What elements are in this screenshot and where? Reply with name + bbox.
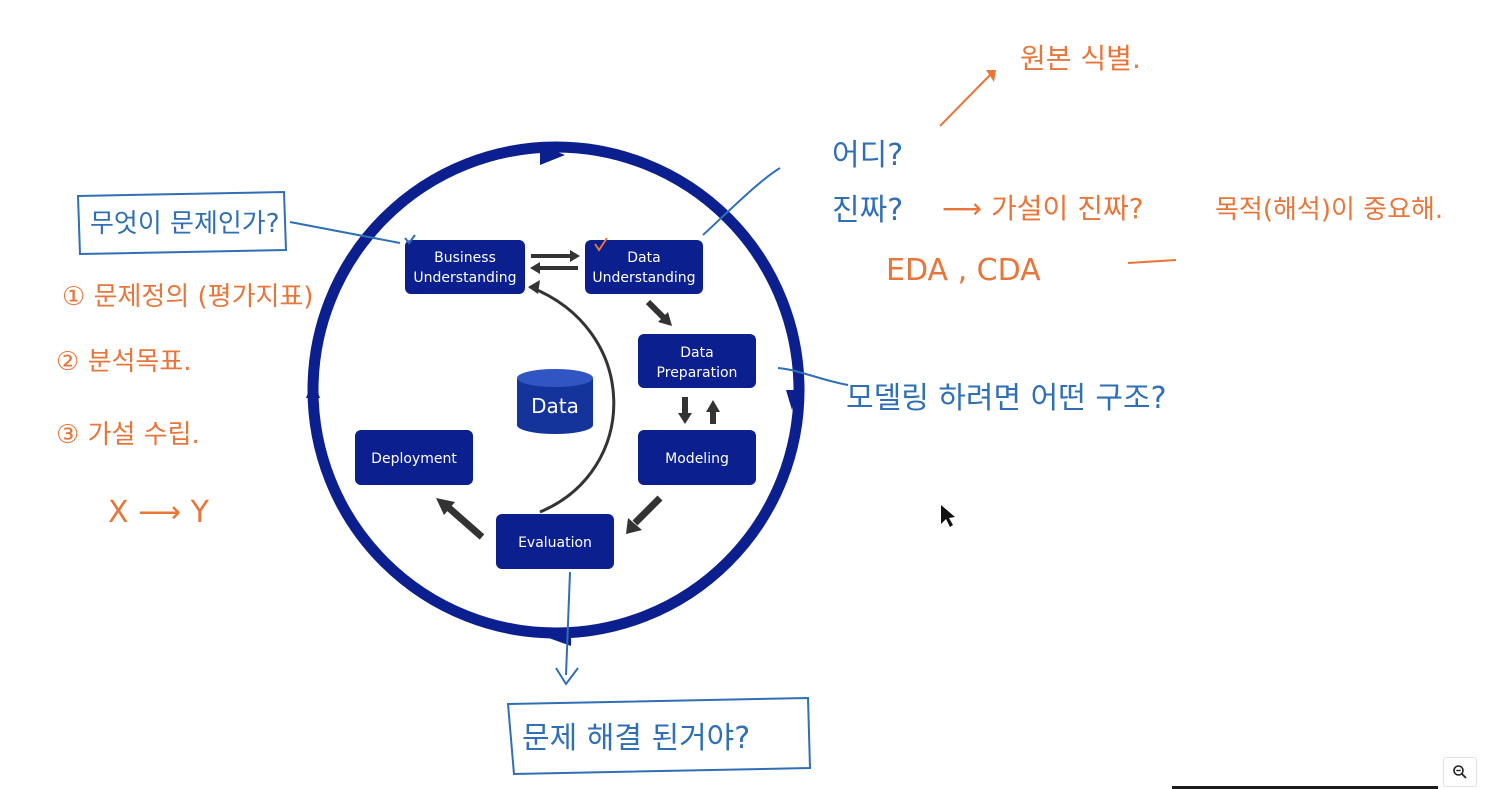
left-question-text: 무엇이 문제인가? — [90, 209, 280, 239]
hypothesis-real-text: ⟶ 가설이 진짜? — [942, 192, 1144, 225]
step1-text: ① 문제정의 (평가지표) — [62, 282, 314, 312]
zoom-out-icon — [1453, 765, 1467, 779]
box-deployment-label: Deployment — [371, 451, 457, 467]
box-data-understanding: Data Understanding — [585, 240, 703, 294]
box-deployment: Deployment — [355, 430, 473, 485]
ring-arrow-left-icon — [306, 380, 320, 398]
process-arrows — [436, 250, 720, 540]
ring-arrow-top-icon — [540, 145, 565, 165]
source-identify-text: 원본 식별. — [1020, 42, 1141, 75]
ring-arrow-right-icon — [786, 390, 798, 410]
data-understanding-link — [702, 167, 781, 236]
box-data-preparation-line1: Data — [680, 345, 713, 361]
zoom-out-button[interactable] — [1443, 757, 1477, 787]
bottom-question-box: 문제 해결 된거야? — [506, 696, 812, 776]
feedback-curve — [529, 285, 616, 514]
source-arrow-icon — [986, 70, 996, 82]
box-evaluation-label: Evaluation — [518, 535, 592, 551]
box-business-understanding: Business Understanding — [405, 240, 525, 294]
source-arrow-line — [939, 74, 991, 127]
modeling-structure-text: 모델링 하려면 어떤 구조? — [846, 381, 1167, 416]
box-modeling-label: Modeling — [665, 451, 729, 467]
left-question-link — [289, 221, 401, 244]
box-data-understanding-line1: Data — [627, 250, 660, 266]
step2-text: ② 분석목표. — [56, 347, 192, 377]
step3-text: ③ 가설 수립. — [56, 420, 200, 450]
box-business-line2: Understanding — [413, 270, 516, 286]
box-data-preparation-line2: Preparation — [657, 365, 738, 381]
business-check-mark — [404, 234, 416, 245]
box-business-line1: Business — [434, 250, 496, 266]
evaluation-link-line — [565, 571, 571, 676]
left-question-box: 무엇이 문제인가? — [76, 190, 288, 256]
data-understanding-check-mark — [594, 237, 608, 252]
eda-dash — [1127, 259, 1177, 264]
purpose-text: 목적(해석)이 중요해. — [1215, 195, 1443, 225]
data-cylinder-label: Data — [531, 394, 579, 418]
data-cylinder: Data — [517, 369, 593, 434]
prep-link-line — [777, 367, 849, 386]
feedback-arrow-icon — [528, 280, 540, 294]
bottom-toolbar-edge — [1172, 786, 1438, 789]
box-data-preparation: Data Preparation — [638, 334, 756, 388]
box-evaluation: Evaluation — [496, 514, 614, 569]
where-text: 어디? — [832, 138, 903, 173]
really-text: 진짜? — [832, 193, 903, 228]
solved-question-text: 문제 해결 된거야? — [522, 721, 750, 756]
outer-cycle-ring — [306, 141, 805, 646]
ring-arrow-bottom-icon — [546, 628, 571, 646]
cursor-icon — [941, 505, 955, 527]
evaluation-link-arrow-icon — [555, 667, 579, 686]
box-data-understanding-line2: Understanding — [592, 270, 695, 286]
x-to-y-text: X ⟶ Y — [108, 495, 210, 530]
eda-cda-text: EDA , CDA — [886, 253, 1041, 288]
box-modeling: Modeling — [638, 430, 756, 485]
